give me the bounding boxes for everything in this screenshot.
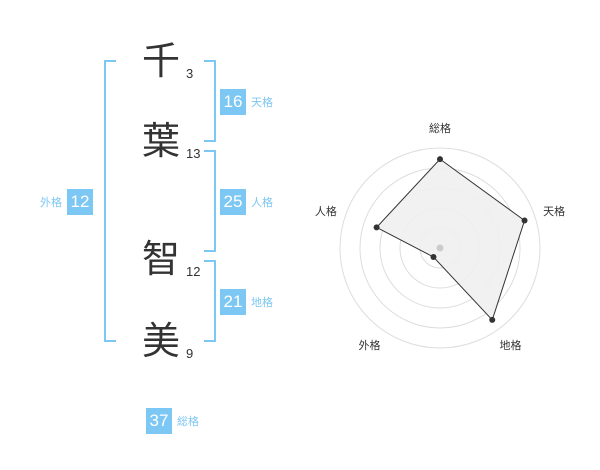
name-char-3: 智 — [141, 237, 180, 281]
tenkaku-label: 天格 — [251, 96, 273, 109]
radar-points — [373, 156, 528, 323]
chikaku-label: 地格 — [251, 296, 273, 309]
gaikaku-badge: 外格 12 — [40, 189, 93, 215]
radar-point-5 — [373, 224, 380, 231]
radar-point-2 — [521, 217, 528, 224]
radar-axis-label-5: 人格 — [315, 204, 337, 218]
soukaku-value: 37 — [146, 408, 172, 434]
radar-axis-label-4: 外格 — [358, 338, 380, 352]
name-char-2: 葉 — [141, 119, 180, 163]
chikaku-value: 21 — [220, 289, 246, 315]
stroke-count-1: 3 — [186, 66, 194, 81]
tenkaku-badge: 16 天格 — [220, 89, 273, 115]
name-char-1: 千 — [141, 39, 180, 83]
stroke-count-3: 12 — [186, 264, 201, 279]
radar-area — [375, 158, 526, 321]
jinkaku-value: 25 — [220, 189, 246, 215]
name-char-4: 美 — [141, 319, 180, 363]
gaikaku-label: 外格 — [40, 196, 62, 209]
radar-axis-label-3: 地格 — [500, 338, 522, 352]
tenkaku-value: 16 — [220, 89, 246, 115]
radar-axis-label-2: 天格 — [543, 204, 565, 218]
radar-ring — [339, 147, 541, 349]
soukaku-badge: 37 総格 — [146, 408, 199, 434]
soukaku-label: 総格 — [177, 415, 199, 428]
stroke-count-4: 9 — [186, 346, 194, 361]
chikaku-bracket — [204, 260, 216, 342]
tenkaku-bracket — [204, 60, 216, 142]
radar-point-1 — [437, 156, 443, 163]
radar-center-dot — [436, 244, 444, 252]
jinkaku-label: 人格 — [251, 196, 273, 209]
jinkaku-badge: 25 人格 — [220, 189, 273, 215]
stroke-count-2: 13 — [186, 146, 201, 161]
chikaku-badge: 21 地格 — [220, 289, 273, 315]
jinkaku-bracket — [204, 150, 216, 252]
gaikaku-bracket — [104, 60, 116, 342]
radar-point-3 — [489, 316, 496, 323]
gaikaku-value: 12 — [67, 189, 93, 215]
radar-point-4 — [430, 253, 437, 260]
radar-axis-label-1: 総格 — [429, 121, 451, 135]
